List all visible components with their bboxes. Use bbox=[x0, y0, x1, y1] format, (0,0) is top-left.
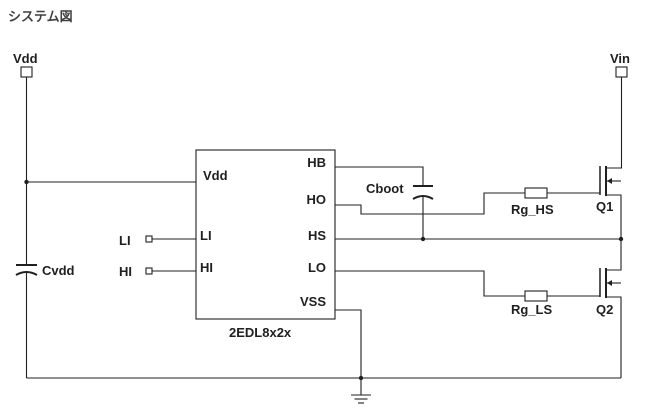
input-li-terminal bbox=[145, 235, 153, 243]
vin-to-q1-drain bbox=[607, 77, 623, 169]
ic-part-number: 2EDL8x2x bbox=[229, 325, 292, 340]
hs-junction-cboot bbox=[420, 236, 426, 242]
ic-pin-lo: LO bbox=[308, 260, 326, 275]
rg-hs-label: Rg_HS bbox=[511, 202, 554, 217]
vdd-supply-label: Vdd bbox=[13, 51, 38, 66]
input-hi-label: HI bbox=[119, 264, 132, 279]
cboot-label: Cboot bbox=[366, 181, 404, 196]
ic-pin-hi: HI bbox=[200, 260, 213, 275]
vin-terminal: Vin bbox=[610, 51, 630, 78]
lo-wire bbox=[335, 270, 525, 297]
ic-pin-hb: HB bbox=[307, 155, 326, 170]
cvdd-label: Cvdd bbox=[42, 263, 75, 278]
rg-ls-resistor bbox=[524, 290, 548, 302]
q1-gate-wire bbox=[547, 186, 601, 194]
input-hi-terminal bbox=[145, 267, 153, 275]
rg-hs-resistor bbox=[524, 187, 548, 199]
ic-pin-vss: VSS bbox=[300, 294, 326, 309]
q1-label: Q1 bbox=[596, 199, 613, 214]
ic-pin-hs: HS bbox=[308, 228, 326, 243]
ic-pin-ho: HO bbox=[307, 192, 327, 207]
ic-pin-vdd: Vdd bbox=[203, 168, 228, 183]
vin-supply-label: Vin bbox=[610, 51, 630, 66]
q1-mosfet: Q1 bbox=[596, 166, 622, 239]
input-li-label: LI bbox=[119, 233, 131, 248]
cvdd-capacitor: Cvdd bbox=[15, 258, 75, 378]
vss-wire bbox=[335, 309, 362, 378]
q2-gate-wire bbox=[547, 290, 601, 297]
ground-symbol bbox=[351, 378, 371, 404]
vdd-terminal: Vdd bbox=[13, 51, 38, 78]
ic-pin-li: LI bbox=[200, 228, 212, 243]
driver-ic-body bbox=[195, 149, 336, 320]
cboot-capacitor: Cboot bbox=[335, 166, 434, 239]
ho-wire bbox=[335, 192, 525, 215]
rg-ls-label: Rg_LS bbox=[511, 302, 553, 317]
page-title: システム図 bbox=[8, 10, 73, 25]
q2-label: Q2 bbox=[596, 302, 613, 317]
q2-mosfet: Q2 bbox=[596, 239, 622, 378]
